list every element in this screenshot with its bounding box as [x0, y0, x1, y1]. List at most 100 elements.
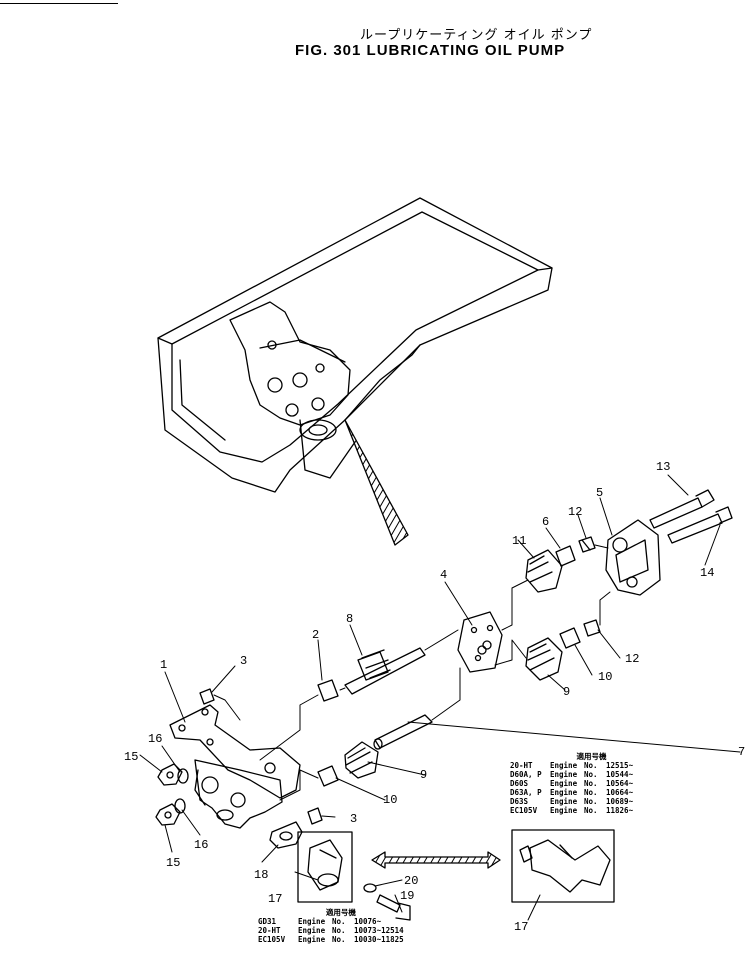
table-cell-range: 10073~12514: [354, 926, 404, 935]
table-cell-range: 12515~: [606, 761, 634, 770]
table-cell-no: No.: [584, 761, 598, 770]
part-callout-12: 12: [625, 652, 639, 666]
location-arrow: [344, 419, 409, 546]
plug-part-12-upper: [578, 536, 596, 553]
part-callout-14: 14: [700, 566, 714, 580]
part-callout-15: 15: [124, 750, 138, 764]
table-cell-no: No.: [584, 770, 598, 779]
part-callout-2: 2: [312, 628, 319, 642]
table-cell-range: 10030~11825: [354, 935, 404, 944]
strainer-part-17-alt-box: [511, 829, 615, 903]
table-cell-label: Engine: [550, 806, 578, 815]
table-cell-model: D60S: [510, 779, 529, 788]
part-callout-16: 16: [194, 838, 208, 852]
installed-pump-drawing: [229, 301, 351, 441]
bolt-part-14: [667, 506, 733, 544]
gear-part-9-left: [344, 741, 379, 779]
table-cell-no: No.: [584, 788, 598, 797]
part-callout-11: 11: [512, 534, 526, 548]
table-cell-model: 20-HT: [510, 761, 533, 770]
alternative-arrow: [371, 851, 501, 869]
table-cell-label: Engine: [298, 926, 326, 935]
assembly-path-lines: [213, 544, 611, 801]
table-cell-label: Engine: [550, 788, 578, 797]
part-callout-1: 1: [160, 658, 167, 672]
bushing-part-6: [555, 545, 576, 567]
washer-part-20: [363, 883, 377, 893]
part-callout-19: 19: [400, 889, 414, 903]
table-cell-label: Engine: [550, 797, 578, 806]
table-cell-label: Engine: [550, 770, 578, 779]
part-callout-13: 13: [656, 460, 670, 474]
drive-shaft-gear-part-8: [344, 647, 426, 695]
table-cell-no: No.: [332, 917, 346, 926]
table-cell-range: 10076~: [354, 917, 382, 926]
part-callout-17: 17: [268, 892, 282, 906]
bracket-part-1: [169, 704, 301, 799]
idler-shaft-part-7: [373, 714, 433, 750]
table-cell-model: D63A, P: [510, 788, 542, 797]
pump-cover-part-5: [605, 519, 661, 596]
figure-title-japanese: ループリケーティング オイル ポンプ: [360, 28, 593, 43]
table-row: D63A, P Engine No. 10664~: [510, 788, 633, 797]
bushing-part-2: [317, 679, 339, 702]
bushing-part-10-right: [559, 627, 581, 649]
part-callout-16: 16: [148, 732, 162, 746]
table-cell-no: No.: [584, 806, 598, 815]
part-callout-4: 4: [440, 568, 447, 582]
part-callout-20: 20: [404, 874, 418, 888]
table-cell-range: 10689~: [606, 797, 634, 806]
part-callout-10: 10: [598, 670, 612, 684]
table-cell-model: GD31: [258, 917, 277, 926]
part-callout-5: 5: [596, 486, 603, 500]
plug-part-3-upper: [199, 688, 215, 705]
part-callout-12: 12: [568, 505, 582, 519]
table-cell-no: No.: [584, 797, 598, 806]
part-callout-9: 9: [563, 685, 570, 699]
callout-leaders: [139, 474, 741, 921]
table-header: 適用号機: [576, 752, 607, 761]
part-callout-17: 17: [514, 920, 528, 934]
part-callout-18: 18: [254, 868, 268, 882]
plug-part-3-lower: [307, 807, 323, 825]
oil-pan-drawing: [157, 197, 553, 493]
nut-part-15-lower: [155, 803, 181, 826]
table-cell-model: EC105V: [258, 935, 286, 944]
table-cell-no: No.: [584, 779, 598, 788]
gear-part-9-right: [525, 637, 563, 681]
gear-part-11: [525, 549, 563, 593]
part-callout-7: 7: [738, 745, 745, 759]
table-row: D63S Engine No. 10689~: [510, 797, 633, 806]
bushing-part-10-left: [317, 765, 339, 787]
part-callout-3: 3: [240, 654, 247, 668]
bolt-part-19: [376, 894, 411, 921]
gasket-part-18: [269, 821, 303, 849]
washer-part-16-lower: [174, 798, 186, 814]
table-cell-model: 20-HT: [258, 926, 281, 935]
part-callout-6: 6: [542, 515, 549, 529]
part-callout-10: 10: [383, 793, 397, 807]
cover-plate-part-4: [457, 611, 503, 673]
bolt-part-13: [649, 489, 715, 529]
table-cell-range: 10544~: [606, 770, 634, 779]
table-cell-label: Engine: [298, 935, 326, 944]
table-cell-range: 10564~: [606, 779, 634, 788]
washer-part-16-upper: [177, 768, 189, 784]
table-cell-model: D63S: [510, 797, 529, 806]
part-callout-9: 9: [420, 768, 427, 782]
table-cell-range: 11826~: [606, 806, 634, 815]
part-callout-15: 15: [166, 856, 180, 870]
part-callout-3: 3: [350, 812, 357, 826]
plug-part-12-lower: [583, 619, 601, 637]
table-header: 適用号機: [325, 908, 356, 917]
table-cell-range: 10664~: [606, 788, 634, 797]
table-cell-label: Engine: [550, 779, 578, 788]
